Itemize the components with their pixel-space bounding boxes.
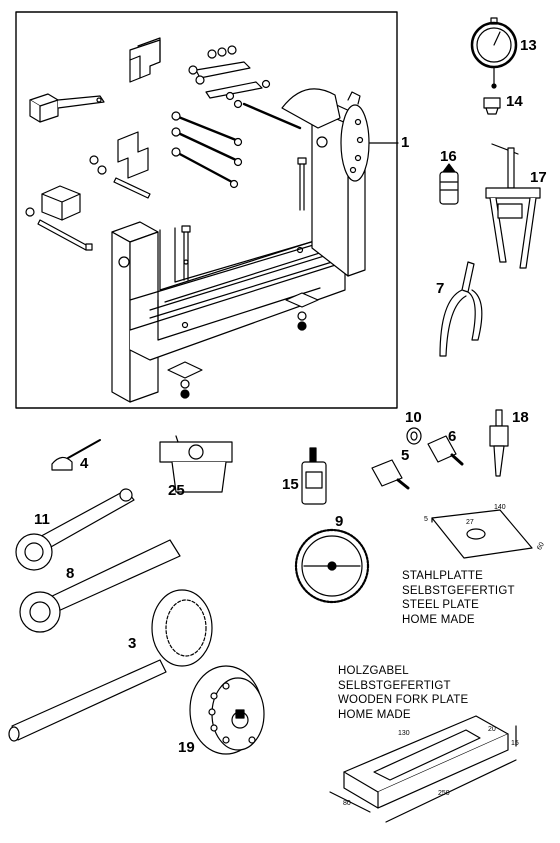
steel-plate-hole-dim: 27 xyxy=(466,519,474,526)
callout-1: 1 xyxy=(401,134,410,151)
clutch-holder-3-icon xyxy=(8,589,213,742)
callout-15: 15 xyxy=(282,476,299,493)
callout-5: 5 xyxy=(401,447,410,464)
brackets-icon xyxy=(29,37,263,221)
gauge-adapter-icon xyxy=(483,97,501,115)
steel-plate-note-line: SELBSTGEFERTIGT xyxy=(402,584,515,597)
callout-16: 16 xyxy=(440,148,457,165)
engine-stand-frame xyxy=(15,11,398,409)
callout-19: 19 xyxy=(178,739,195,756)
callout-14: 14 xyxy=(506,93,523,110)
callout-9: 9 xyxy=(335,513,344,530)
wooden-fork-plate-icon xyxy=(329,715,517,823)
callout-11: 11 xyxy=(34,511,50,528)
callout-17: 17 xyxy=(530,169,547,186)
callout-6: 6 xyxy=(448,428,457,445)
sleeve-icon xyxy=(406,427,422,445)
mounting-tool-5-icon xyxy=(371,459,410,490)
engine-stand-icon xyxy=(111,88,370,403)
steel-plate-thickness-dim: 5 xyxy=(424,516,428,523)
fork-plate-gap-dim: 20 xyxy=(488,726,496,733)
callout-18: 18 xyxy=(512,409,529,426)
holding-wrench-11-icon xyxy=(15,488,135,571)
fork-plate-width-dim: 80 xyxy=(343,800,351,807)
circlip-pliers-icon xyxy=(439,261,483,357)
adhesive-bottle-icon xyxy=(301,447,327,505)
separating-tool-icon xyxy=(159,435,233,493)
callout-25: 25 xyxy=(168,482,185,499)
hook-wrench-icon xyxy=(51,439,101,471)
degree-disc-icon xyxy=(294,528,370,604)
fork-plate-note-line: WOODEN FORK PLATE xyxy=(338,694,469,706)
steel-plate-length-dim: 140 xyxy=(494,504,506,511)
callout-10: 10 xyxy=(405,409,422,426)
slide-hammer-icon xyxy=(489,409,509,477)
dial-gauge-icon xyxy=(470,17,518,89)
fork-plate-note-line: HOME MADE xyxy=(338,708,411,721)
callout-3: 3 xyxy=(128,635,137,652)
bolts-and-nuts-icon xyxy=(25,45,302,251)
callout-7: 7 xyxy=(436,280,445,297)
flywheel-puller-icon xyxy=(189,665,265,755)
fork-plate-note: HOLZGABEL SELBSTGEFERTIGT WOODEN FORK PL… xyxy=(338,664,468,722)
steel-plate-note-line: HOME MADE xyxy=(402,613,475,626)
callout-13: 13 xyxy=(520,37,537,54)
gear-puller-icon xyxy=(485,143,541,269)
fork-plate-note-line: HOLZGABEL xyxy=(338,665,409,677)
mounting-tool-6-icon xyxy=(427,435,464,466)
steel-plate-note-line: STEEL PLATE xyxy=(402,599,479,611)
fork-plate-height-dim: 15 xyxy=(511,740,519,747)
callout-4: 4 xyxy=(80,455,89,472)
steel-plate-icon xyxy=(431,509,533,559)
callout-8: 8 xyxy=(66,565,75,582)
fork-plate-note-line: SELBSTGEFERTIGT xyxy=(338,679,451,692)
steel-plate-note: STAHLPLATTE SELBSTGEFERTIGT STEEL PLATE … xyxy=(402,569,515,627)
steel-plate-note-line: STAHLPLATTE xyxy=(402,570,484,582)
fork-plate-length-dim: 250 xyxy=(438,790,450,797)
fork-plate-slot-dim: 130 xyxy=(398,730,410,737)
adhesive-tube-icon xyxy=(439,163,459,205)
holding-wrench-8-icon xyxy=(19,539,181,633)
